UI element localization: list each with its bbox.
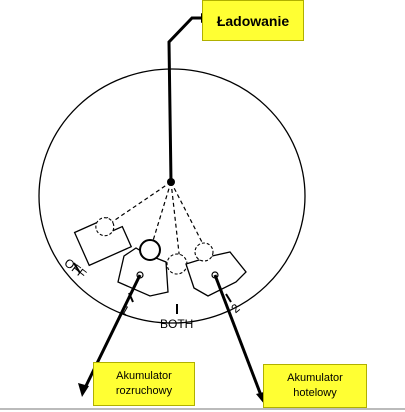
house-battery-lead-line — [213, 274, 264, 399]
position-off-label: OFF — [62, 256, 90, 282]
charging-label-box: Ładowanie — [202, 0, 304, 41]
house-battery-label-line1: Akumulator — [287, 372, 343, 384]
house-battery-label-box: Akumulator hotelowy — [263, 364, 367, 408]
house-battery-label-line2: hotelowy — [293, 387, 337, 399]
charging-lead-line — [167, 16, 205, 183]
charging-label: Ładowanie — [216, 12, 290, 29]
starter-battery-arrowhead — [78, 383, 89, 397]
contact-block-1 — [117, 239, 169, 297]
selector-dial-circle — [38, 68, 306, 324]
starter-battery-label-line2: rozruchowy — [115, 385, 173, 397]
contact-block-2 — [185, 242, 247, 297]
selector-swing-lines — [111, 181, 206, 263]
starter-battery-label-line1: Akumulator — [116, 370, 172, 382]
position-both-label: BOTH — [160, 317, 193, 331]
rotor-both-dashed — [166, 253, 188, 275]
starter-battery-label-box: Akumulator rozruchowy — [93, 362, 195, 406]
contact-block-off — [73, 217, 133, 267]
pivot-point — [167, 178, 175, 186]
